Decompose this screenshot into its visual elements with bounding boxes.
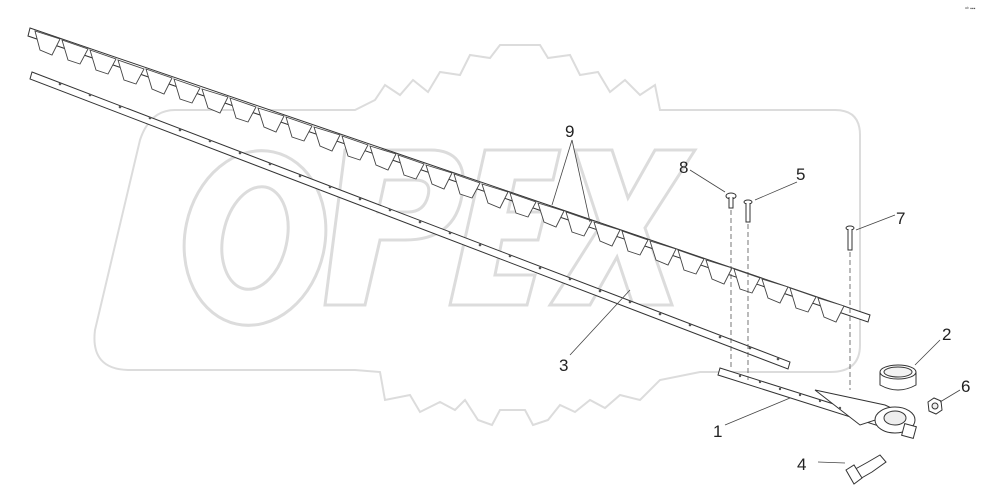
callout-8: 8 [679, 158, 688, 177]
callout-1: 1 [713, 422, 722, 441]
knife-bar-holes [58, 82, 780, 361]
callout-4: 4 [797, 455, 806, 474]
hex-bolt [845, 454, 887, 485]
corner-mark: ᵃᵇ ▪▪▪ [965, 6, 976, 12]
knife-sections-strip [27, 27, 871, 323]
callout-3: 3 [559, 356, 568, 375]
callout-2: 2 [942, 325, 951, 344]
callout-7: 6 [961, 377, 970, 396]
letter-e [448, 148, 562, 307]
callout-labels: 9 8 5 7 2 6 1 4 3 [559, 122, 970, 474]
assembly-lines [730, 210, 851, 390]
callout-9: 9 [565, 122, 574, 141]
callout-6: 7 [896, 209, 905, 228]
nut [927, 397, 943, 415]
opex-watermark-logo [93, 44, 861, 427]
rivet-long [743, 199, 753, 223]
letter-x [547, 148, 698, 307]
bushing-ring [879, 364, 917, 391]
leader-lines [551, 139, 961, 464]
letter-p [323, 148, 465, 307]
opex-letters [182, 148, 698, 327]
knife-head-assembly [717, 367, 917, 439]
callout-5: 5 [796, 165, 805, 184]
letter-o [182, 149, 328, 327]
knife-bar [29, 71, 791, 370]
gear-outline [93, 44, 861, 427]
knife-section-teeth [34, 30, 845, 323]
bolt-short [845, 225, 855, 251]
rivet-short [725, 192, 737, 209]
